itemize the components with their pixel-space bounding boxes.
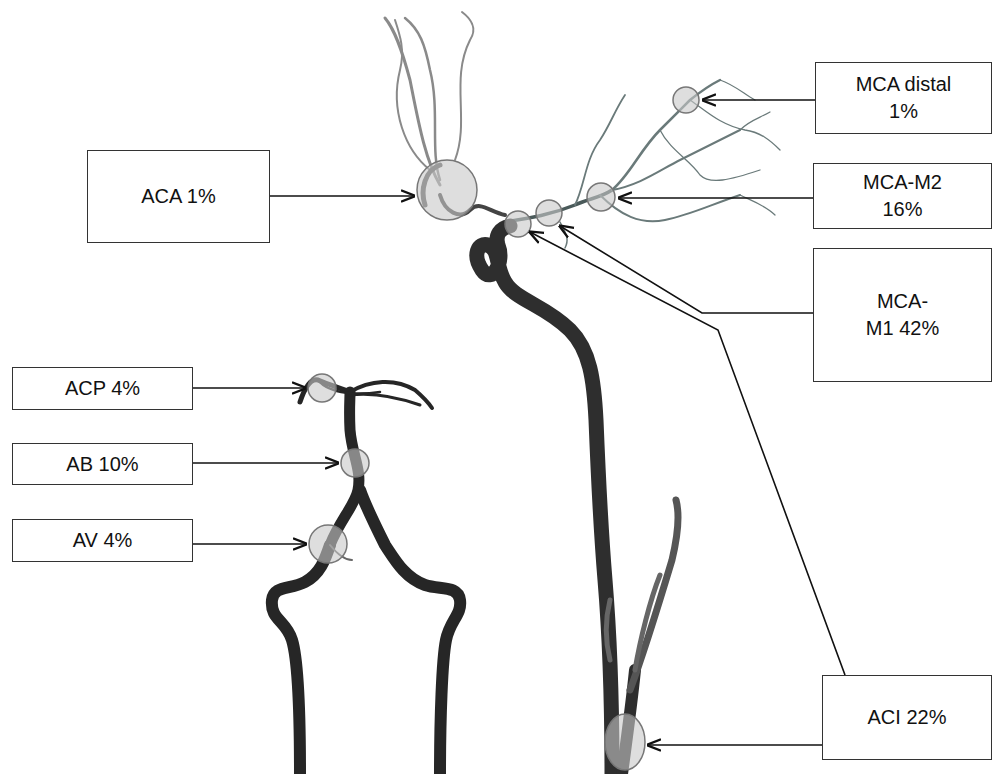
leader-arrows	[193, 100, 845, 745]
box-label: ACI 22%	[868, 704, 947, 731]
occlusion-site-circles	[308, 87, 699, 770]
carotid-artery	[477, 226, 678, 774]
box-label: AV 4%	[73, 527, 133, 554]
mca-m1-box: MCA-M1 42%	[813, 248, 992, 382]
box-label: MCA-M2 16%	[854, 169, 951, 223]
box-label: AB 10%	[66, 451, 138, 478]
ab-box: AB 10%	[12, 443, 193, 485]
mca-branches	[505, 80, 780, 248]
mca-m2-box: MCA-M2 16%	[813, 163, 992, 229]
acp-box: ACP 4%	[12, 367, 193, 410]
box-label: ACA 1%	[141, 183, 215, 210]
box-label: MCA-M1 42%	[864, 288, 941, 342]
aci-box: ACI 22%	[822, 675, 992, 760]
box-label: MCA distal 1%	[846, 71, 961, 125]
box-label: ACP 4%	[65, 375, 140, 402]
av-box: AV 4%	[12, 519, 193, 562]
aca-box: ACA 1%	[87, 150, 270, 243]
mca-distal-box: MCA distal 1%	[815, 62, 992, 134]
vertebrobasilar-arteries	[272, 380, 460, 774]
